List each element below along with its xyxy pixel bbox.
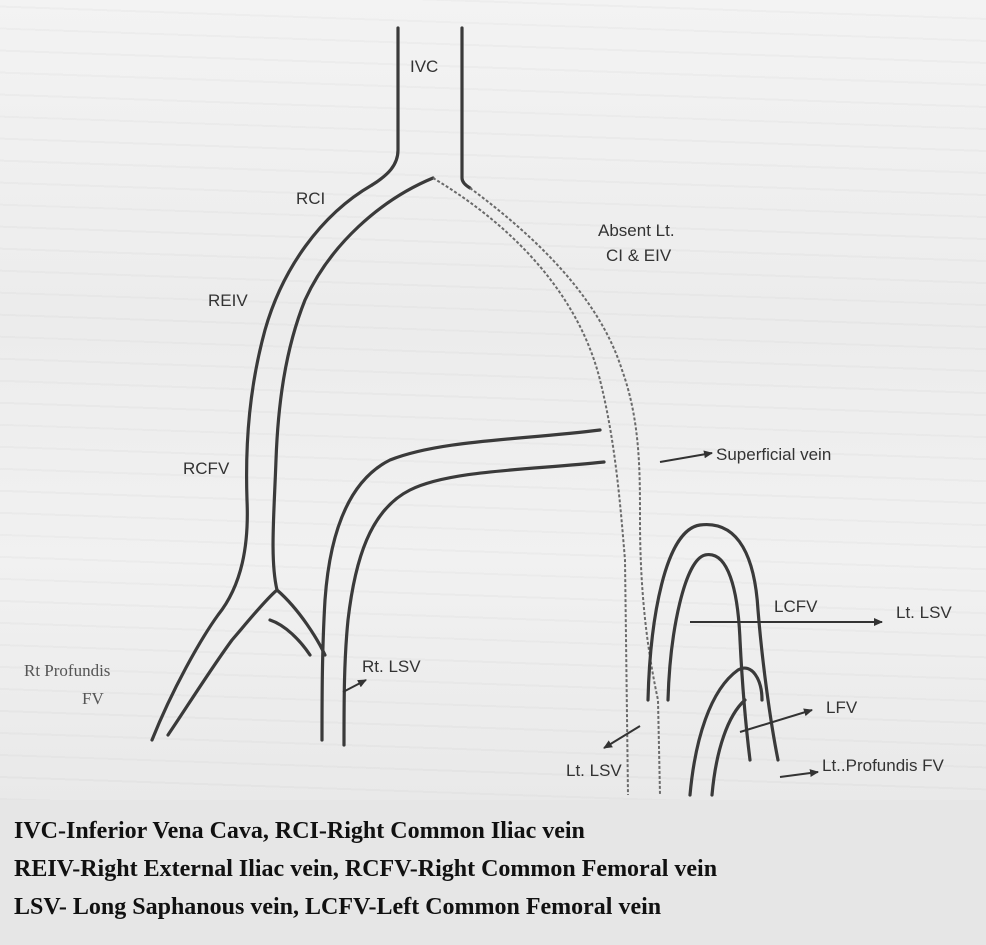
left-femoral-arch-inner [668, 555, 750, 760]
label-superficial-vein: Superficial vein [716, 445, 831, 464]
cross-vein-b [270, 620, 310, 655]
label-ivc: IVC [410, 57, 438, 76]
lfv-arrow [740, 710, 812, 732]
left-arch-outer [433, 178, 628, 795]
superficial-vein-arrow [660, 453, 712, 462]
abbreviation-legend: IVC-Inferior Vena Cava, RCI-Right Common… [0, 800, 986, 945]
label-lfv: LFV [826, 698, 858, 717]
label-rcfv: RCFV [183, 459, 230, 478]
lt-lsv-bottom-arrow [604, 726, 640, 748]
legend-line-3: LSV- Long Saphanous vein, LCFV-Left Comm… [14, 894, 661, 921]
label-reiv: REIV [208, 291, 248, 310]
rt-lsv-arrow [343, 680, 366, 692]
left-femoral-branch-inner [712, 700, 745, 795]
label-lt-lsv-bottom: Lt. LSV [566, 761, 622, 780]
communicating-vein-lower [344, 462, 604, 745]
label-rci: RCI [296, 189, 325, 208]
label-lt-profundis-fv: Lt..Profundis FV [822, 756, 945, 775]
ivc-right-wall [462, 28, 470, 188]
left-arch-inner [470, 188, 660, 795]
vein-diagram: IVC RCI REIV RCFV Absent Lt. CI & EIV Su… [0, 0, 986, 800]
legend-line-2: REIV-Right External Iliac vein, RCFV-Rig… [14, 856, 717, 883]
label-absent-line2: CI & EIV [606, 246, 672, 265]
label-absent-line1: Absent Lt. [598, 221, 675, 240]
lt-profundis-arrow [780, 772, 818, 777]
ivc-left-wall [372, 28, 398, 185]
label-lt-lsv-right: Lt. LSV [896, 603, 952, 622]
label-rt-lsv: Rt. LSV [362, 657, 421, 676]
label-rt-profundis-line1: Rt Profundis [24, 661, 110, 680]
label-lcfv: LCFV [774, 597, 818, 616]
right-iliac-inner-wall [168, 178, 433, 735]
legend-line-1: IVC-Inferior Vena Cava, RCI-Right Common… [14, 818, 585, 845]
label-rt-profundis-line2: FV [82, 689, 104, 708]
left-femoral-arch-outer [648, 525, 778, 760]
